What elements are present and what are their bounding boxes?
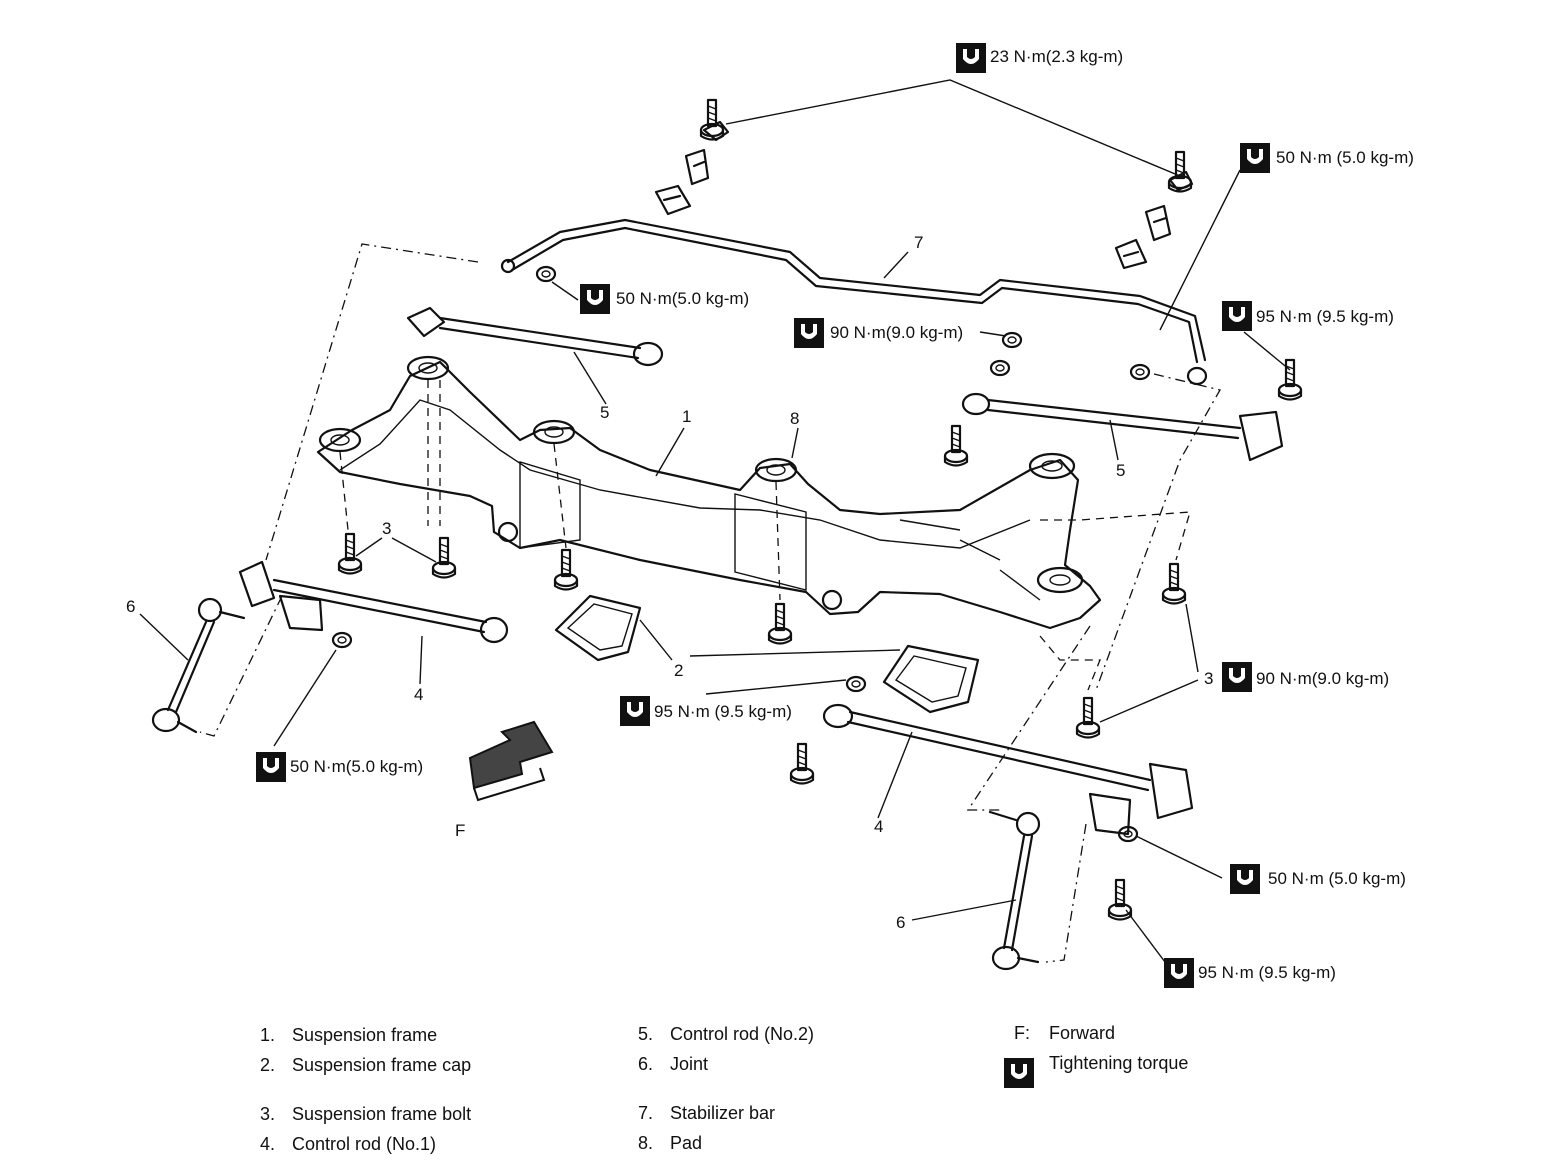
callout-6: 6: [126, 597, 135, 616]
suspension-frame-caps: [554, 594, 980, 714]
legend-num: 6.: [638, 1054, 654, 1074]
torque-label: 50 N·m (5.0 kg-m): [1268, 869, 1406, 888]
callout-4: 4: [874, 817, 883, 836]
legend-num: 1.: [260, 1025, 276, 1045]
torque-wrench-icon: [1222, 662, 1252, 692]
torque-wrench-icon: [794, 318, 824, 348]
forward-label: F: [455, 821, 465, 840]
callout-1: 1: [682, 407, 691, 426]
legend-num: 2.: [260, 1055, 276, 1075]
torque-label: 95 N·m (9.5 kg-m): [1198, 963, 1336, 982]
forward-arrow-icon: [468, 720, 554, 802]
callout-4: 4: [414, 685, 423, 704]
torque-labels: 23 N·m(2.3 kg-m) 50 N·m (5.0 kg-m) 50 N·…: [290, 47, 1414, 982]
torque-label: 90 N·m(9.0 kg-m): [830, 323, 963, 342]
torque-label: 23 N·m(2.3 kg-m): [990, 47, 1123, 66]
legend-forward-key: F:: [1014, 1023, 1030, 1043]
torque-wrench-icon: [256, 752, 286, 782]
torque-label: 95 N·m (9.5 kg-m): [1256, 307, 1394, 326]
legend-num: 8.: [638, 1133, 654, 1153]
torque-label: 50 N·m(5.0 kg-m): [290, 757, 423, 776]
torque-wrench-icons: [256, 43, 1270, 988]
legend-label: Control rod (No.2): [670, 1024, 815, 1044]
callout-6: 6: [896, 913, 905, 932]
torque-wrench-icon: [1230, 864, 1260, 894]
torque-label: 50 N·m(5.0 kg-m): [616, 289, 749, 308]
legend-label: Suspension frame bolt: [292, 1104, 472, 1124]
legend-torque-label: Tightening torque: [1049, 1053, 1189, 1073]
control-rod-no2: [406, 306, 1284, 462]
stabilizer-bushings: [654, 120, 1194, 270]
torque-wrench-icon: [1004, 1058, 1034, 1088]
callout-7: 7: [914, 233, 923, 252]
legend-num: 5.: [638, 1024, 654, 1044]
torque-wrench-icon: [956, 43, 986, 73]
alignment-lines: [199, 243, 1221, 963]
callout-5: 5: [1116, 461, 1125, 480]
torque-label: 90 N·m(9.0 kg-m): [1256, 669, 1389, 688]
legend-forward-label: Forward: [1049, 1023, 1116, 1043]
legend-num: 3.: [260, 1104, 276, 1124]
legend-label: Control rod (No.1): [292, 1134, 437, 1154]
callout-8: 8: [790, 409, 799, 428]
legend-label: Suspension frame: [292, 1025, 438, 1045]
legend-label: Suspension frame cap: [292, 1055, 472, 1075]
torque-wrench-icon: [1164, 958, 1194, 988]
part-callouts: 1 2 3 3 4 4 5 5 6 6 7 8 F: [126, 233, 1213, 932]
control-rod-no1: [238, 560, 1194, 836]
stabilizer-joints: [151, 597, 1041, 971]
legend-label: Joint: [670, 1054, 709, 1074]
torque-wrench-icon: [620, 696, 650, 726]
callout-5: 5: [600, 403, 609, 422]
legend-label: Pad: [670, 1133, 703, 1153]
callout-3: 3: [1204, 669, 1213, 688]
legend-num: 7.: [638, 1103, 654, 1123]
legend-num: 4.: [260, 1134, 276, 1154]
torque-label: 95 N·m (9.5 kg-m): [654, 702, 792, 721]
suspension-frame: [316, 355, 1102, 630]
leader-lines: [139, 79, 1291, 967]
torque-wrench-icon: [1240, 143, 1270, 173]
callout-2: 2: [674, 661, 683, 680]
torque-wrench-icon: [580, 284, 610, 314]
torque-label: 50 N·m (5.0 kg-m): [1276, 148, 1414, 167]
legend-label: Stabilizer bar: [670, 1103, 776, 1123]
torque-wrench-icon: [1222, 301, 1252, 331]
callout-3: 3: [382, 519, 391, 538]
